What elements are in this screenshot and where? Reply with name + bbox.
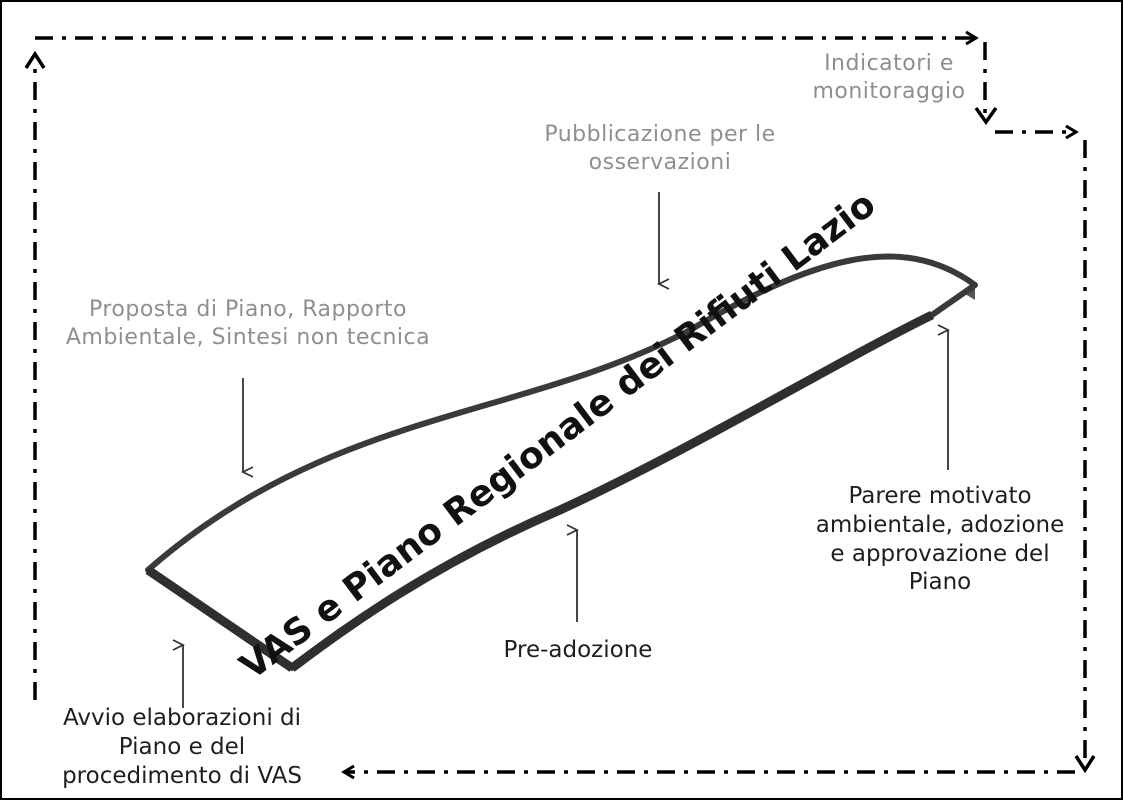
ribbon-front-edge (289, 310, 934, 672)
right-down-arrowhead (1074, 755, 1096, 774)
pubblicazione-line-1: Pubblicazione per le (544, 122, 776, 147)
pointer-arrows (183, 192, 948, 708)
avvio-line-2: Piano e del (118, 733, 246, 760)
cycle-path (33, 30, 1087, 780)
indicatori-line-1: Indicatori e (824, 51, 954, 76)
preadozione-label: Pre-adozione (503, 637, 653, 663)
left-up-arrowhead (24, 50, 46, 69)
indicatori-down-arrowhead (974, 106, 998, 126)
pubblicazione-line-2: osservazioni (588, 149, 732, 175)
parere-line-2: ambientale, adozione (815, 511, 1065, 538)
proposta-line-2: Ambientale, Sintesi non tecnica (65, 324, 431, 350)
parere-label: Parere motivato ambientale, adozione e a… (790, 482, 1090, 597)
ribbon-left-edge (145, 566, 295, 672)
indicatori-line-2: monitoraggio (812, 78, 966, 104)
pubblicazione-label: Pubblicazione per le osservazioni (512, 121, 808, 176)
banner-title: VAS e Piano Regionale dei Rifiuti Lazio (233, 184, 883, 688)
proposta-label: Proposta di Piano, Rapporto Ambientale, … (28, 296, 468, 351)
parere-line-3: e approvazione del (830, 540, 1050, 567)
indicatori-label: Indicatori e monitoraggio (798, 50, 980, 105)
ribbon-banner: VAS e Piano Regionale dei Rifiuti Lazio (145, 184, 978, 688)
proposta-line-1: Proposta di Piano, Rapporto (88, 297, 408, 322)
parere-line-4: Piano (908, 569, 972, 596)
avvio-line-1: Avvio elaborazioni di (62, 705, 302, 731)
parere-line-1: Parere motivato (848, 483, 1032, 509)
avvio-line-3: procedimento di VAS (62, 762, 302, 789)
avvio-label: Avvio elaborazioni di Piano e del proced… (22, 704, 342, 790)
